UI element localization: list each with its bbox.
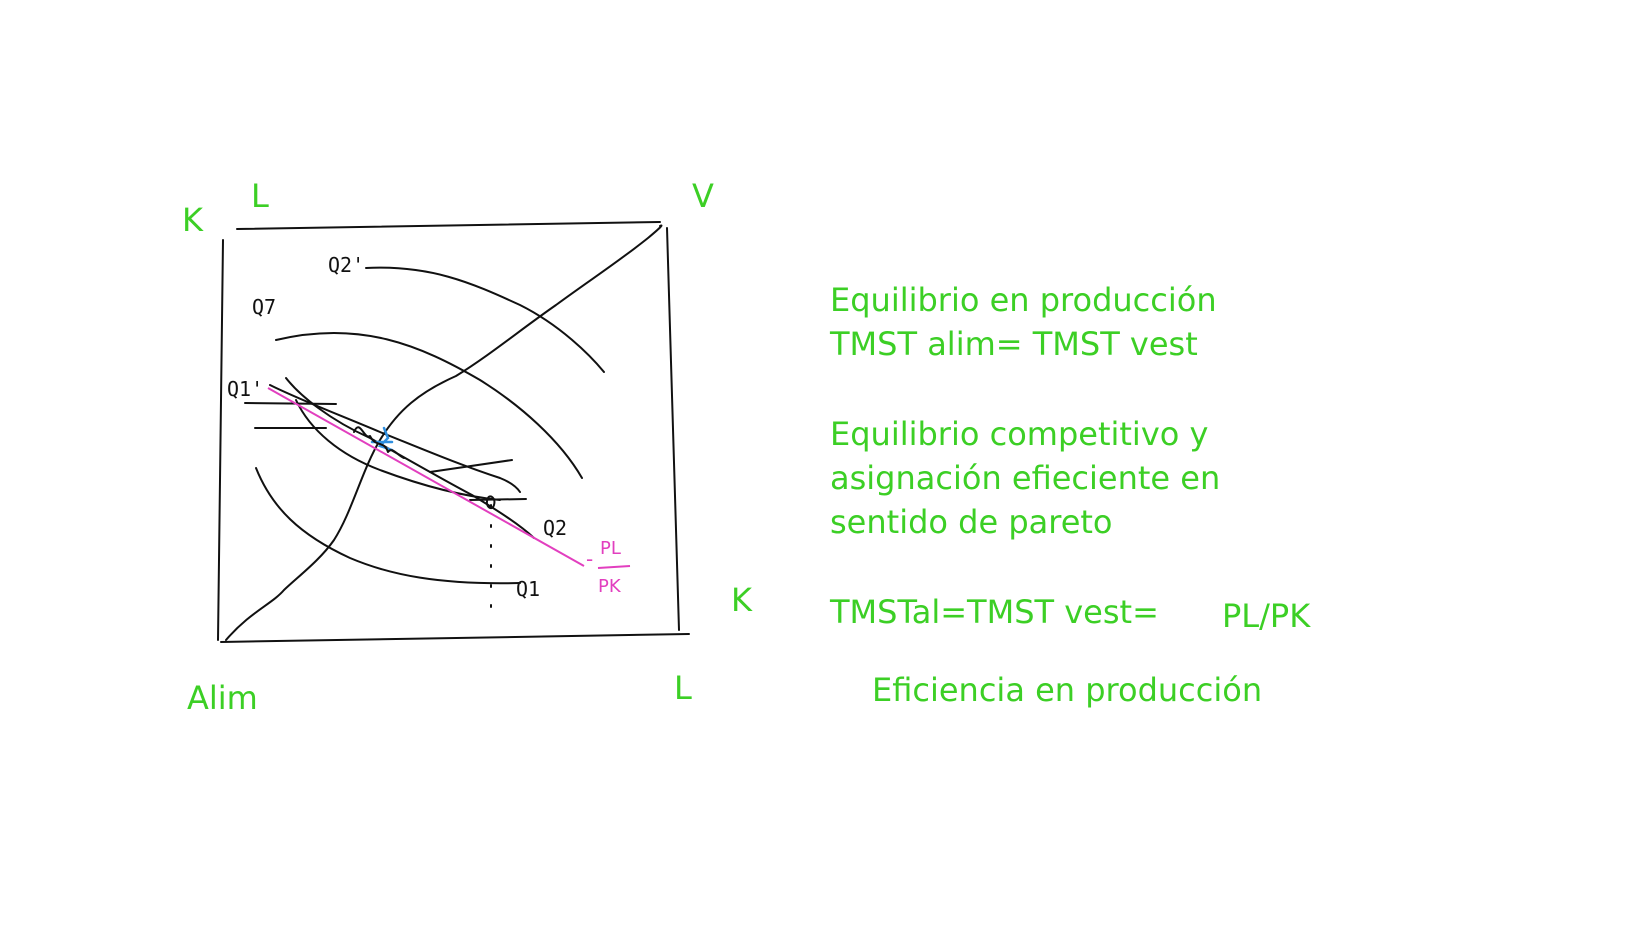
equality-left: TMSTal=TMST vest=: [830, 593, 1159, 631]
food-origin-label: Alim: [187, 679, 258, 717]
label-q2-prime: Q2': [328, 253, 364, 277]
price-line: [267, 387, 585, 567]
label-q1-prime: Q1': [227, 377, 263, 401]
food-isoquant-q1: [255, 467, 521, 585]
price-ratio-denominator: PK: [598, 576, 622, 597]
horizontal-stub-3: [429, 459, 513, 473]
box-right-edge: [666, 227, 680, 631]
contract-curve: [225, 224, 663, 641]
horizontal-stub-4: [469, 498, 527, 501]
label-q2: Q2: [543, 516, 567, 540]
competitive-equilibrium-note: Equilibrio competitivo y asignación efie…: [830, 412, 1220, 544]
food-isoquant-q2-prime: [365, 266, 605, 373]
box-top-edge: [236, 221, 661, 230]
price-ratio-bar: [597, 565, 631, 569]
horizontal-stub-1: [244, 402, 337, 405]
food-k-label: K: [182, 201, 203, 239]
clothing-k-label: K: [731, 581, 752, 619]
clothing-origin-label: V: [692, 177, 714, 215]
food-isoquant-q2: [285, 377, 535, 539]
competitive-equilibrium-line-1: Equilibrio competitivo y: [830, 415, 1209, 453]
competitive-equilibrium-line-2: asignación efieciente en: [830, 459, 1221, 497]
tangency-mark: [370, 426, 394, 452]
food-isoquant-q7: [275, 331, 583, 479]
clothing-l-label: L: [674, 669, 692, 707]
production-equilibrium-note: Equilibrio en producción TMST alim= TMST…: [830, 278, 1217, 366]
price-ratio-sign: -: [586, 547, 593, 571]
clothing-isoquant-upper: [269, 384, 521, 493]
price-ratio-numerator: PL: [600, 538, 621, 559]
equality-right: PL/PK: [1222, 597, 1311, 635]
point-mark: [485, 495, 496, 509]
efficiency-note: Eficiencia en producción: [872, 671, 1263, 709]
label-q1: Q1: [516, 577, 540, 601]
intersection-scribble: [353, 426, 405, 459]
price-ratio: - PL PK: [586, 538, 631, 597]
box-bottom-edge: [220, 633, 690, 643]
food-l-label: L: [251, 177, 269, 215]
box-left-edge: [217, 239, 224, 641]
competitive-equilibrium-line-3: sentido de pareto: [830, 503, 1113, 541]
label-q7: Q7: [252, 295, 276, 319]
production-equilibrium-line-1: Equilibrio en producción: [830, 281, 1217, 319]
clothing-isoquant-lower: [295, 399, 501, 501]
production-equilibrium-line-2: TMST alim= TMST vest: [830, 325, 1198, 363]
